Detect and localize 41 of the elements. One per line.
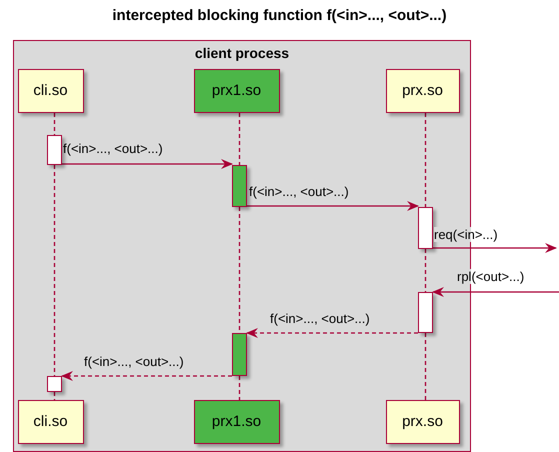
participant-box [386,400,460,444]
activation-bar [232,164,246,206]
lifeline [238,376,240,400]
message-arrow [247,201,419,211]
lifeline [54,392,56,400]
participant-name: prx1.so [212,82,262,99]
activation-bar [418,206,432,248]
lifeline [424,113,426,207]
message-arrow [432,287,559,297]
edge-label: f(<in>..., <out>...) [84,354,184,369]
lifeline [238,113,240,165]
participant-box [194,68,280,112]
lifeline [424,333,426,400]
edge-label: f(<in>..., <out>...) [249,184,349,199]
participant-name: prx.so [402,82,443,99]
participant-name: prx1.so [212,413,262,430]
message-arrow [62,159,233,169]
participant-name: cli.so [33,82,68,99]
group-title: client process [194,45,290,61]
edge-label: rpl(<out>...) [457,269,524,284]
message-arrow [433,243,557,253]
message-arrow [61,371,232,381]
participant-name: cli.so [33,413,68,430]
activation-bar [418,292,432,332]
edge-label: req(<in>...) [434,227,498,242]
lifeline [238,207,240,333]
edge-label: f(<in>..., <out>...) [270,311,370,326]
diagram-title: intercepted blocking function f(<in>..., <out>...) [111,7,448,24]
participant-box [18,68,84,112]
edge-label: f(<in>..., <out>...) [63,141,163,156]
message-arrow [246,328,418,338]
lifeline [54,165,56,376]
participant-name: prx.so [402,413,443,430]
lifeline [54,113,56,135]
lifeline [424,249,426,292]
participant-box [194,400,280,444]
participant-box [18,400,84,444]
activation-bar [46,376,62,392]
participant-box [386,68,460,112]
activation-bar [232,332,246,376]
activation-bar [46,134,62,164]
